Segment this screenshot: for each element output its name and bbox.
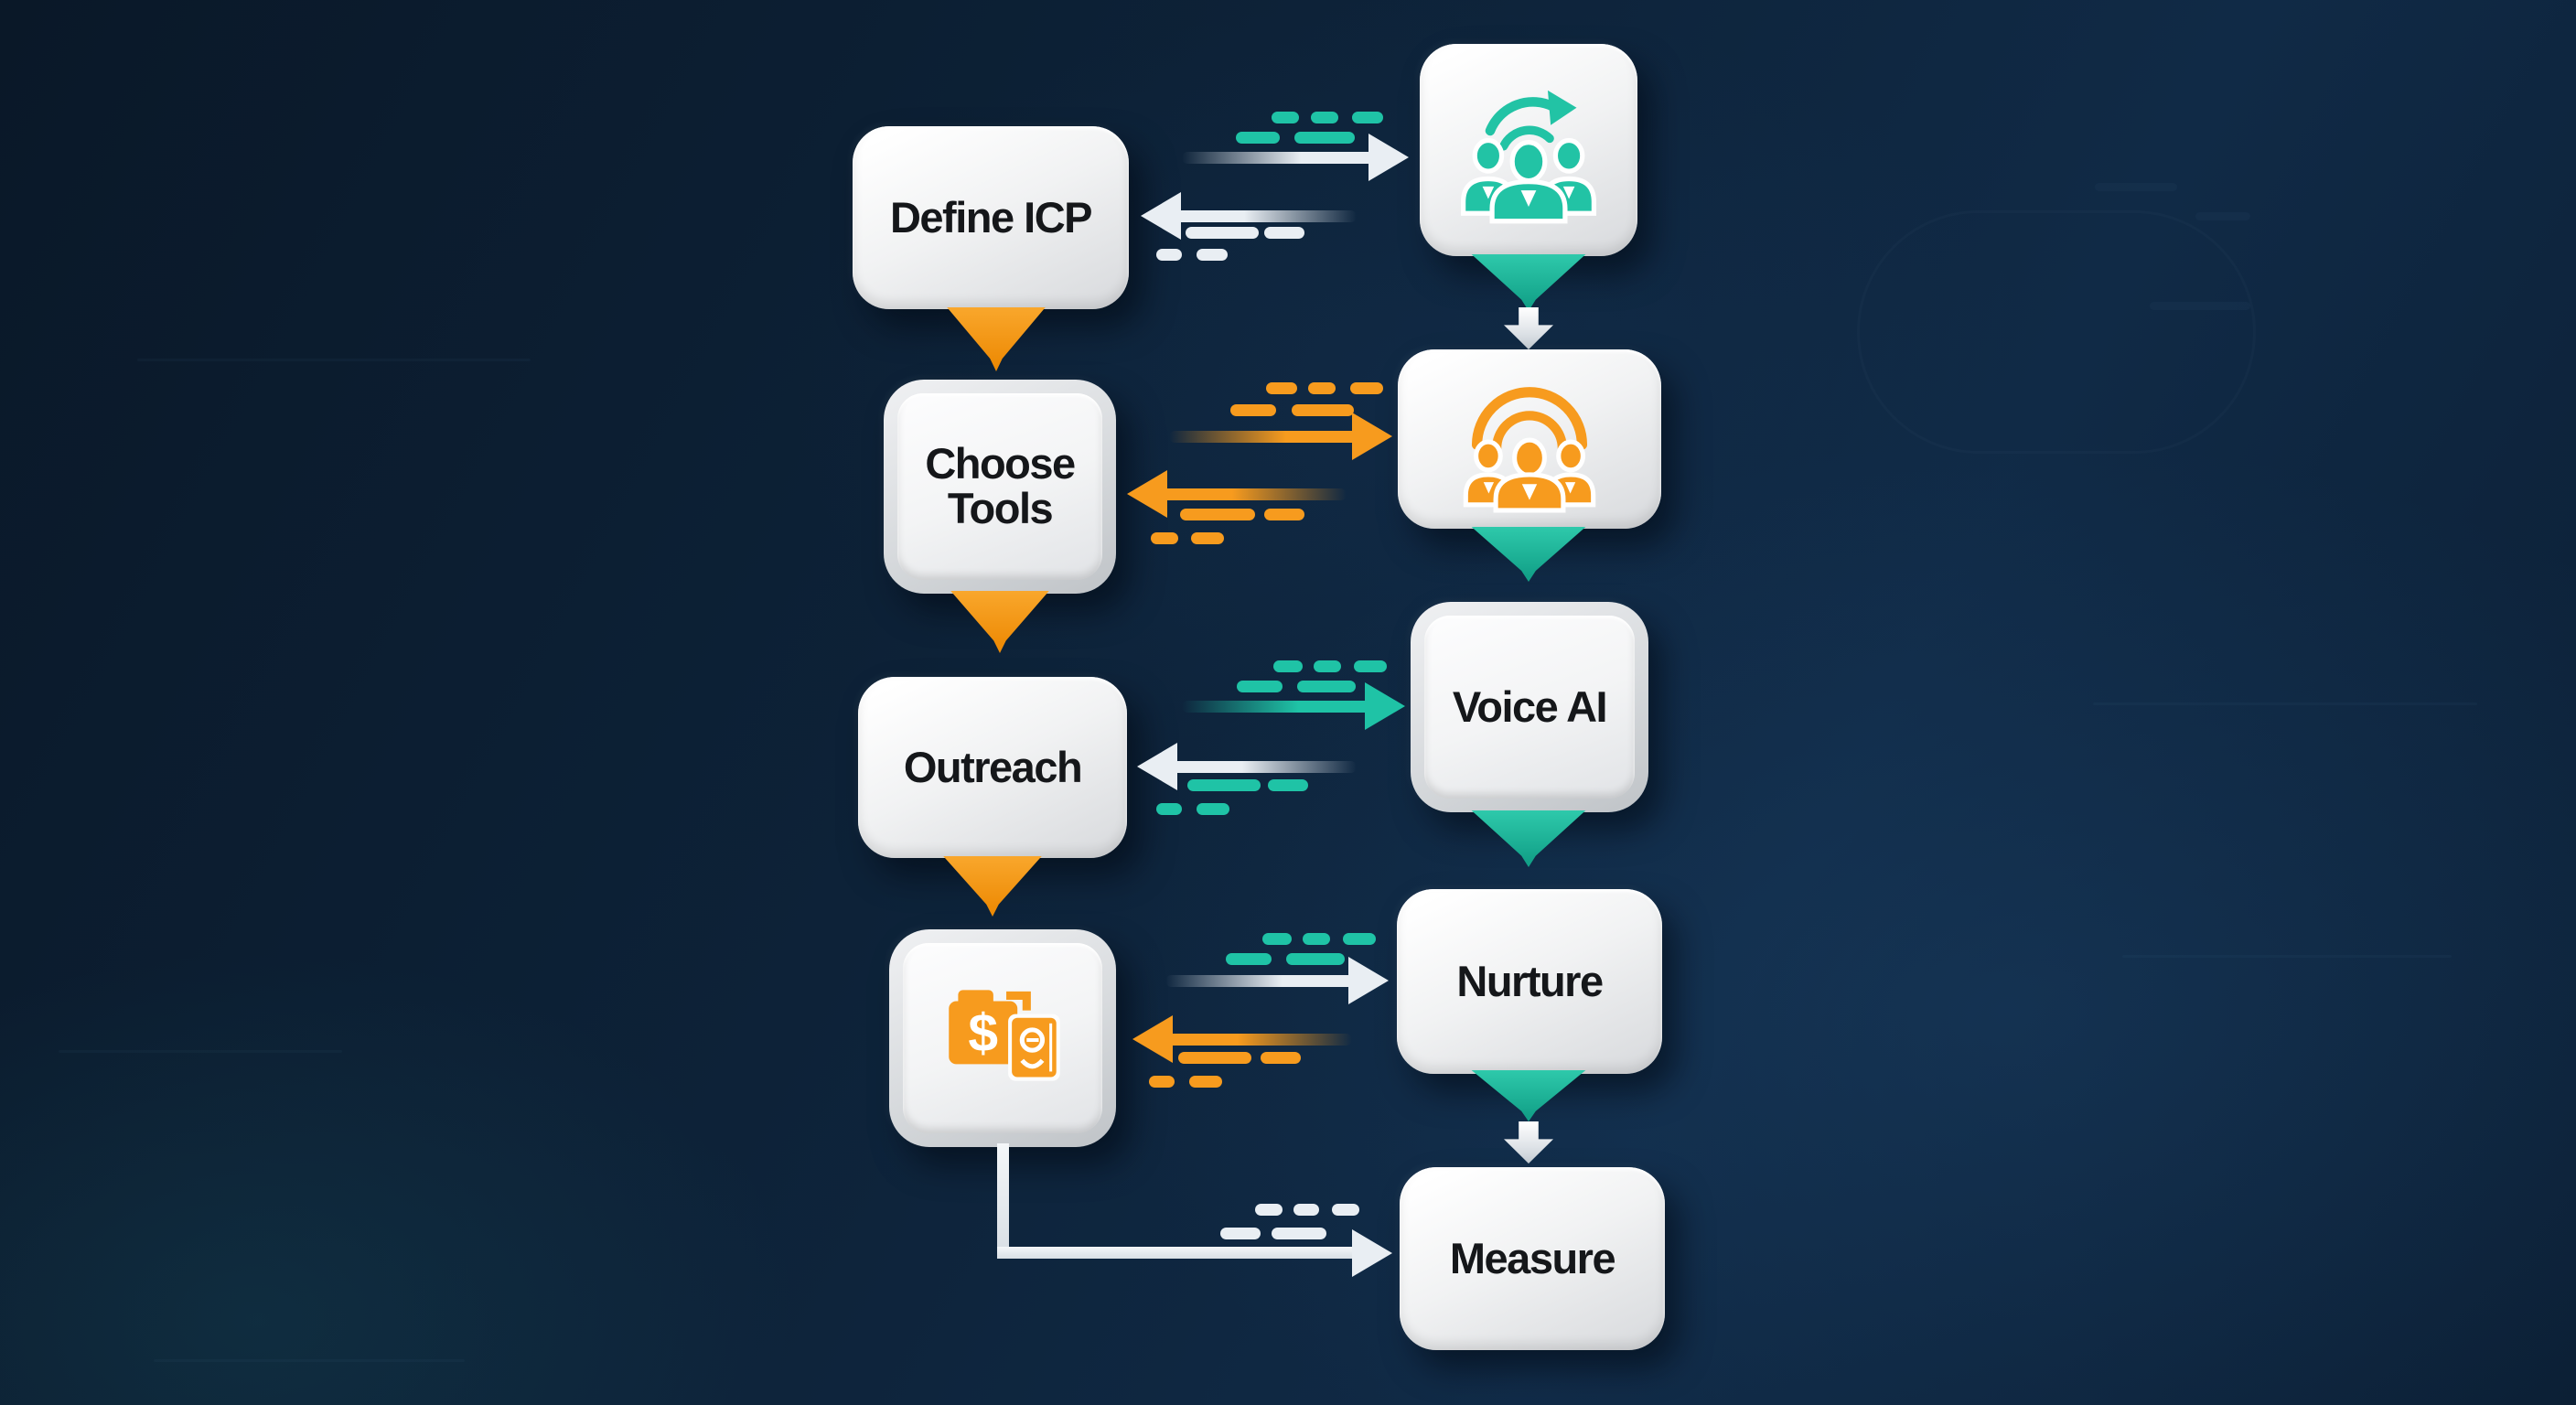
arrow-choose-to-support (1169, 413, 1392, 460)
node-sales-assets: $ (889, 929, 1116, 1147)
speed-dash (1151, 532, 1178, 544)
speed-dash (1350, 382, 1383, 394)
connector-arrowhead (1352, 1229, 1392, 1277)
speed-dash (1272, 112, 1299, 123)
arrowhead-right (1365, 682, 1405, 730)
node-label: Nurture (1456, 956, 1604, 1005)
speed-dash (1186, 227, 1259, 239)
node-support-team (1398, 349, 1661, 529)
speed-dash (1294, 132, 1355, 144)
arrow-define-to-team (1182, 134, 1409, 181)
bg-arc (1857, 210, 2256, 454)
connector-line-vertical (997, 1143, 1009, 1253)
speed-dash (1236, 132, 1280, 144)
arrow-assets-to-nurture (1165, 957, 1389, 1004)
node-label: Choose Tools (925, 439, 1076, 532)
speed-dash (1178, 1052, 1251, 1064)
node-define-icp: Define ICP (853, 126, 1129, 309)
arrowhead-right (1368, 134, 1409, 181)
node-label: Measure (1449, 1233, 1616, 1282)
speed-dash (1314, 660, 1341, 672)
speed-dash (1237, 681, 1283, 692)
speed-dash (1286, 953, 1345, 965)
speed-dash (1197, 249, 1228, 261)
bg-line (2122, 955, 2452, 958)
arrow-outreach-to-voiceai (1182, 682, 1405, 730)
speed-dash (1343, 933, 1376, 945)
speed-dash (1273, 660, 1303, 672)
bg-line (137, 359, 531, 361)
bg-line (2095, 183, 2177, 191)
bg-line (2195, 212, 2250, 220)
arrowhead-right (1348, 957, 1389, 1004)
arrow-support-to-choose (1127, 470, 1347, 518)
arrow-team-to-define (1141, 192, 1357, 240)
speed-dash (1149, 1076, 1175, 1088)
speed-dash (1230, 404, 1276, 416)
speed-dash (1156, 803, 1182, 815)
speed-dash (1293, 1204, 1319, 1216)
speed-dash (1308, 382, 1336, 394)
speed-dash (1197, 803, 1229, 815)
speed-dash (1220, 1228, 1261, 1239)
node-label: Outreach (903, 742, 1083, 791)
node-label: Define ICP (889, 192, 1093, 241)
speed-dash (1266, 382, 1297, 394)
arrowhead-left (1127, 470, 1167, 518)
arrow-nurture-to-assets (1132, 1015, 1352, 1063)
speed-dash (1292, 404, 1354, 416)
arrowhead-left (1137, 743, 1177, 790)
speed-dash (1264, 509, 1304, 520)
speed-dash (1303, 933, 1330, 945)
bg-line (59, 1050, 342, 1053)
arrowhead-right (1352, 413, 1392, 460)
speed-dash (1187, 779, 1261, 791)
speed-dash (1262, 933, 1292, 945)
node-choose-tools: Choose Tools (884, 380, 1116, 594)
speed-dash (1272, 1228, 1326, 1239)
node-voice-ai: Voice AI (1411, 602, 1648, 812)
speed-dash (1352, 112, 1383, 123)
arrowhead-left (1132, 1015, 1173, 1063)
node-nurture: Nurture (1397, 889, 1662, 1074)
bg-line (2093, 702, 2477, 705)
bg-line (154, 1359, 465, 1362)
speed-dash (1226, 953, 1272, 965)
speed-dash (1268, 779, 1308, 791)
speed-dash (1261, 1052, 1301, 1064)
node-label: Voice AI (1452, 681, 1608, 731)
sales-folder-dollar-icon: $ (949, 990, 1060, 1081)
speed-dash (1156, 249, 1182, 261)
team-sync-icon (1460, 90, 1597, 224)
speed-dash (1297, 681, 1356, 692)
speed-dash (1180, 509, 1255, 520)
speed-dash (1332, 1204, 1359, 1216)
arrow-voiceai-to-outreach (1137, 743, 1357, 790)
speed-dash (1354, 660, 1387, 672)
connector-line-horizontal (997, 1247, 1352, 1259)
speed-dash (1191, 532, 1224, 544)
speed-dash (1264, 227, 1304, 239)
speed-dash (1311, 112, 1338, 123)
arrowhead-left (1141, 192, 1181, 240)
speed-dash (1189, 1076, 1222, 1088)
node-outreach: Outreach (858, 677, 1127, 858)
support-team-icon (1463, 387, 1596, 513)
node-measure: Measure (1400, 1167, 1665, 1350)
node-team-sync (1420, 44, 1637, 256)
dollar-glyph: $ (968, 1003, 998, 1063)
speed-dash (1255, 1204, 1283, 1216)
